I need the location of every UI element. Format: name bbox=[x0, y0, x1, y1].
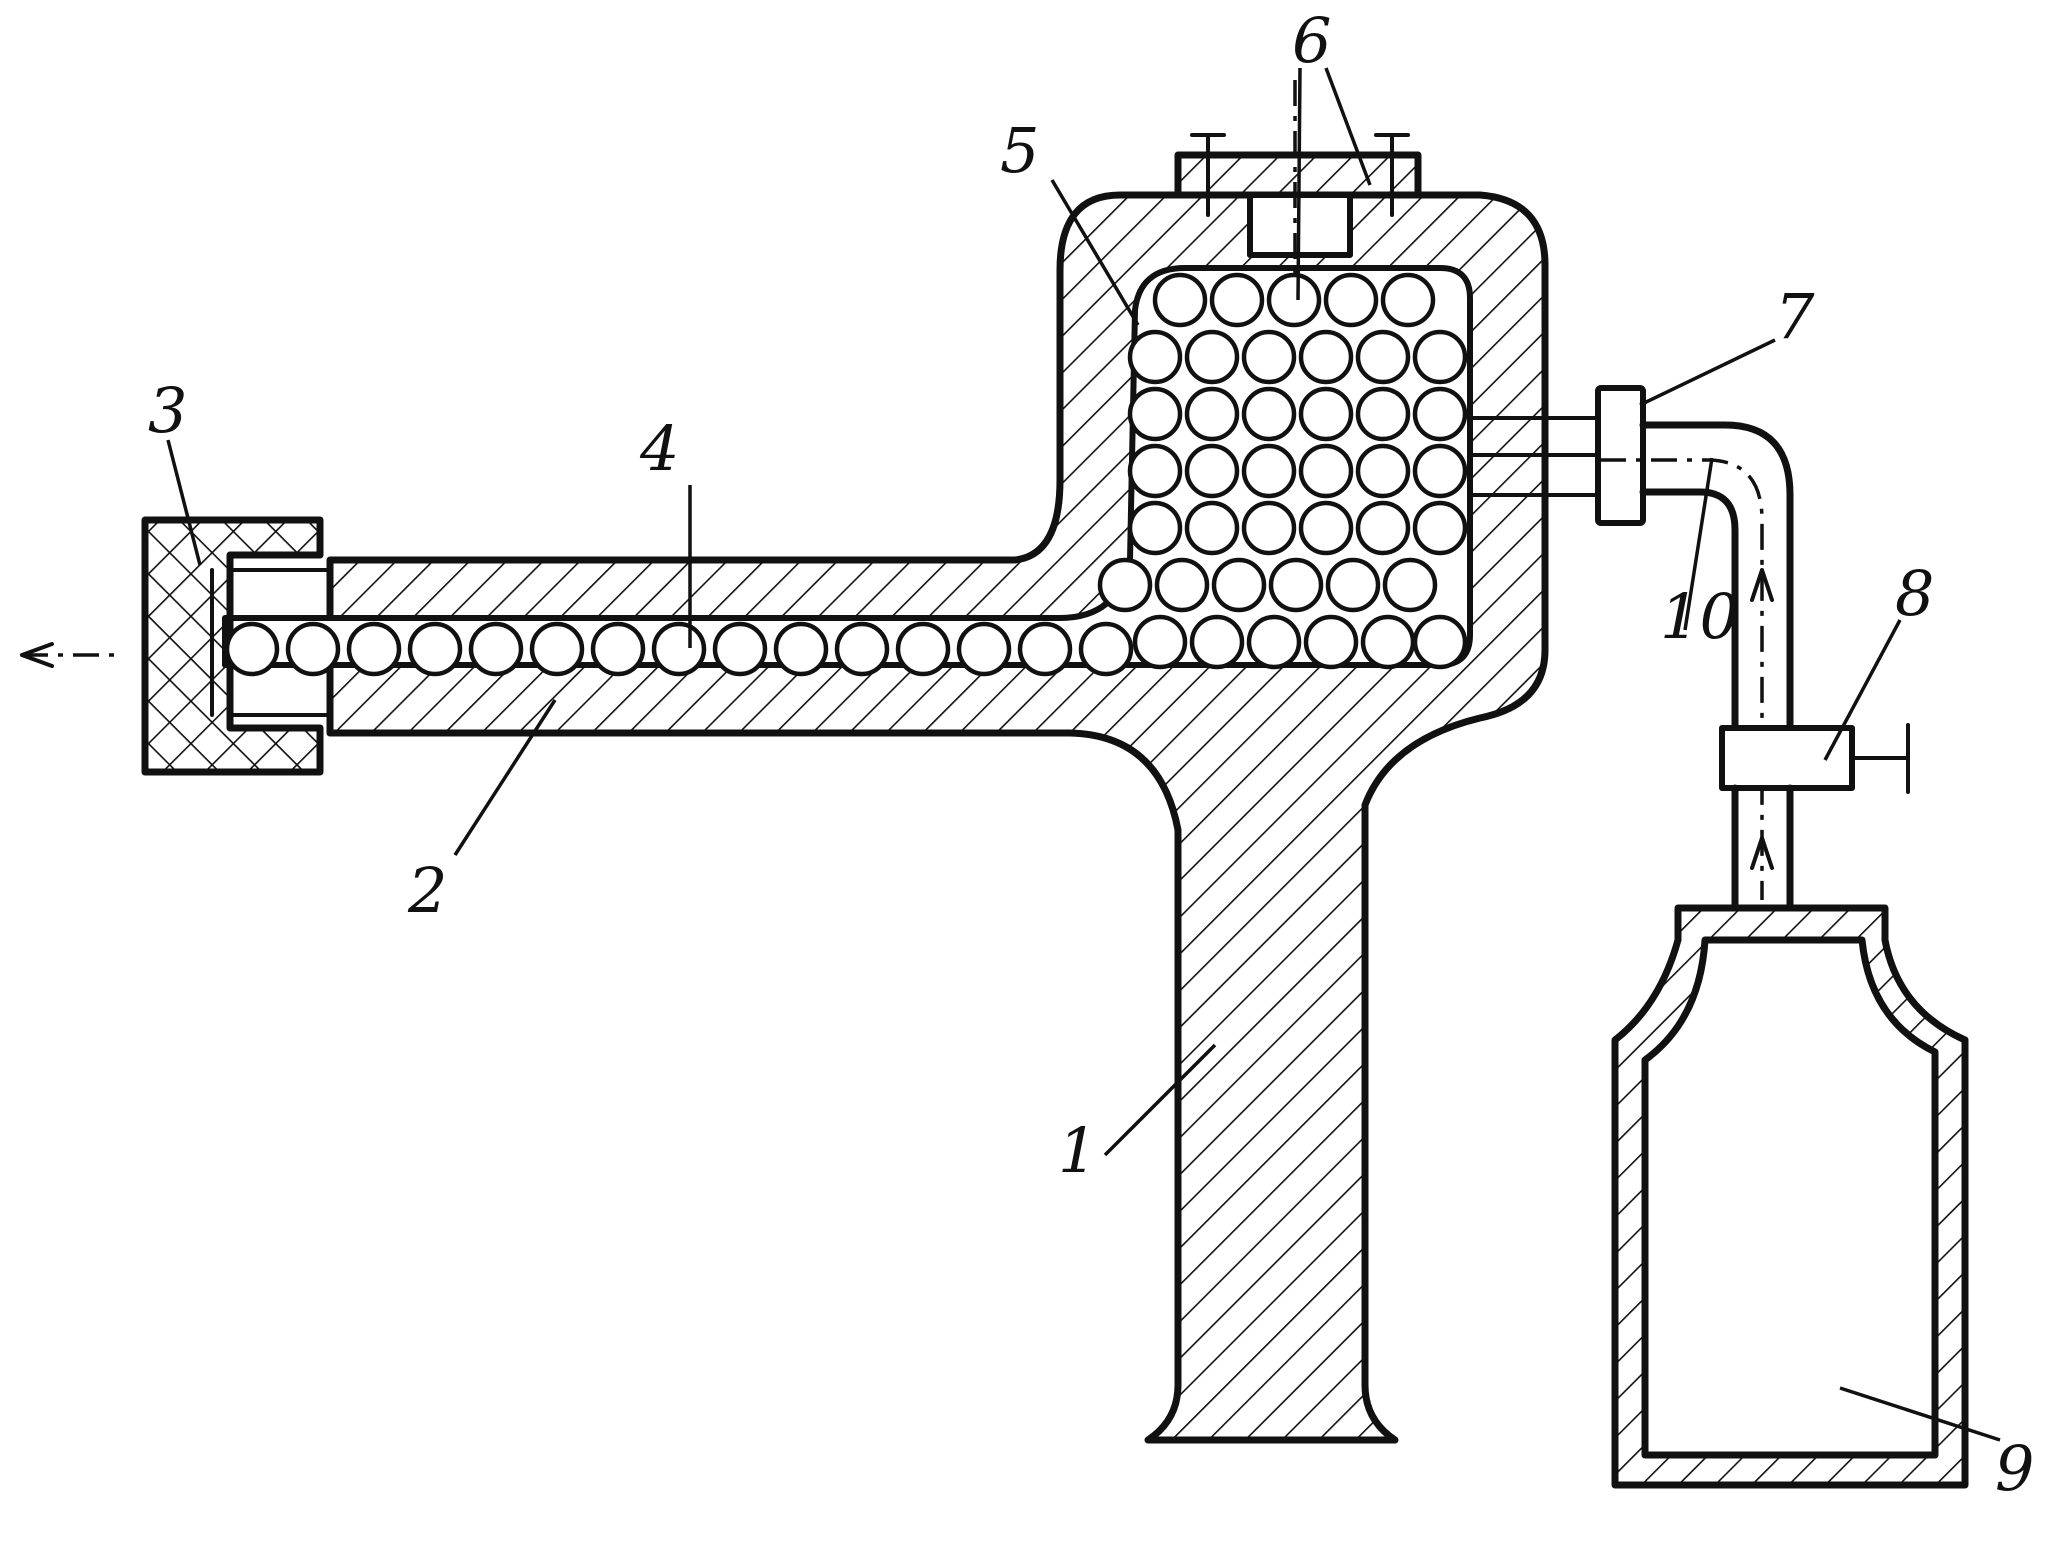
ball bbox=[1382, 557, 1438, 613]
inlet-fitting bbox=[1595, 385, 1646, 526]
ball bbox=[1355, 500, 1411, 556]
label-gas-cylinder: 9 bbox=[1995, 1432, 2034, 1505]
valve-knob bbox=[1850, 723, 1910, 794]
label-gas-tube: 10 bbox=[1660, 580, 1739, 653]
ball bbox=[1184, 329, 1240, 385]
ball bbox=[1127, 500, 1183, 556]
leader-2 bbox=[453, 699, 557, 856]
ball bbox=[590, 621, 646, 677]
ball bbox=[1412, 500, 1468, 556]
ball bbox=[1355, 386, 1411, 442]
ball bbox=[1184, 443, 1240, 499]
ball bbox=[1412, 386, 1468, 442]
ball bbox=[1298, 443, 1354, 499]
cover-bolt-left bbox=[1190, 133, 1226, 217]
ball bbox=[1209, 272, 1265, 328]
ball bbox=[529, 621, 585, 677]
leader-6b bbox=[1324, 67, 1372, 186]
label-handle: 1 bbox=[1058, 1114, 1097, 1187]
arrow-up-icon bbox=[1750, 568, 1774, 870]
ball bbox=[1241, 386, 1297, 442]
ball bbox=[895, 621, 951, 677]
ball bbox=[651, 621, 707, 677]
ball bbox=[285, 621, 341, 677]
ball bbox=[1268, 557, 1324, 613]
ball bbox=[1189, 614, 1245, 670]
leader-6a bbox=[1296, 67, 1302, 301]
label-ball-row: 4 bbox=[639, 412, 679, 485]
ball bbox=[1127, 329, 1183, 385]
ball bbox=[1380, 272, 1436, 328]
gas-tube bbox=[1639, 421, 1794, 732]
ball bbox=[1298, 500, 1354, 556]
ball bbox=[1127, 386, 1183, 442]
cap-inner-line bbox=[228, 568, 332, 717]
ball bbox=[1132, 614, 1188, 670]
ball bbox=[1303, 614, 1359, 670]
ball bbox=[1127, 443, 1183, 499]
ball bbox=[1266, 272, 1322, 328]
ball bbox=[1241, 443, 1297, 499]
label-inlet-fitting: 7 bbox=[1775, 280, 1815, 353]
ball bbox=[1325, 557, 1381, 613]
arrow-left-icon bbox=[20, 642, 115, 668]
leader-5 bbox=[1050, 179, 1140, 326]
valve-stem-lower bbox=[1731, 784, 1794, 912]
ball bbox=[1154, 557, 1210, 613]
ball bbox=[224, 621, 280, 677]
leader-8 bbox=[1823, 619, 1902, 761]
cover-bolt-right bbox=[1374, 133, 1410, 217]
leader-1 bbox=[1103, 1043, 1217, 1157]
gas-cylinder-wall bbox=[1611, 904, 1969, 1489]
ball bbox=[1355, 329, 1411, 385]
label-nozzle-cap: 3 bbox=[148, 374, 187, 447]
label-barrel: 2 bbox=[407, 854, 447, 927]
ball bbox=[956, 621, 1012, 677]
ball bbox=[1184, 500, 1240, 556]
inlet-ports bbox=[1468, 416, 1597, 497]
ball bbox=[1246, 614, 1302, 670]
ball bbox=[773, 621, 829, 677]
ball bbox=[1097, 557, 1153, 613]
ball bbox=[1323, 272, 1379, 328]
leader-9 bbox=[1839, 1386, 2001, 1442]
ball bbox=[1298, 329, 1354, 385]
ball bbox=[346, 621, 402, 677]
ball bbox=[1355, 443, 1411, 499]
label-top-cover: 6 bbox=[1292, 4, 1331, 77]
nozzle-cap bbox=[141, 516, 324, 776]
leader-3 bbox=[166, 439, 202, 566]
ball bbox=[1017, 621, 1073, 677]
ball bbox=[1360, 614, 1416, 670]
ball bbox=[468, 621, 524, 677]
ball-row bbox=[224, 621, 1134, 677]
ball bbox=[1412, 329, 1468, 385]
ball bbox=[712, 621, 768, 677]
ball bbox=[1152, 272, 1208, 328]
ball bbox=[1184, 386, 1240, 442]
label-magazine: 5 bbox=[1000, 114, 1039, 187]
valve-body bbox=[1719, 725, 1855, 791]
ball bbox=[1211, 557, 1267, 613]
ball bbox=[407, 621, 463, 677]
ball bbox=[1412, 614, 1468, 670]
leader-10 bbox=[1683, 457, 1714, 631]
ball bbox=[834, 621, 890, 677]
ball bbox=[1241, 500, 1297, 556]
ball bbox=[1412, 443, 1468, 499]
ball bbox=[1298, 386, 1354, 442]
ball-cluster bbox=[1097, 272, 1468, 670]
ball bbox=[1078, 621, 1134, 677]
label-valve: 8 bbox=[1895, 557, 1934, 630]
leader-7 bbox=[1639, 338, 1776, 407]
ball bbox=[1241, 329, 1297, 385]
